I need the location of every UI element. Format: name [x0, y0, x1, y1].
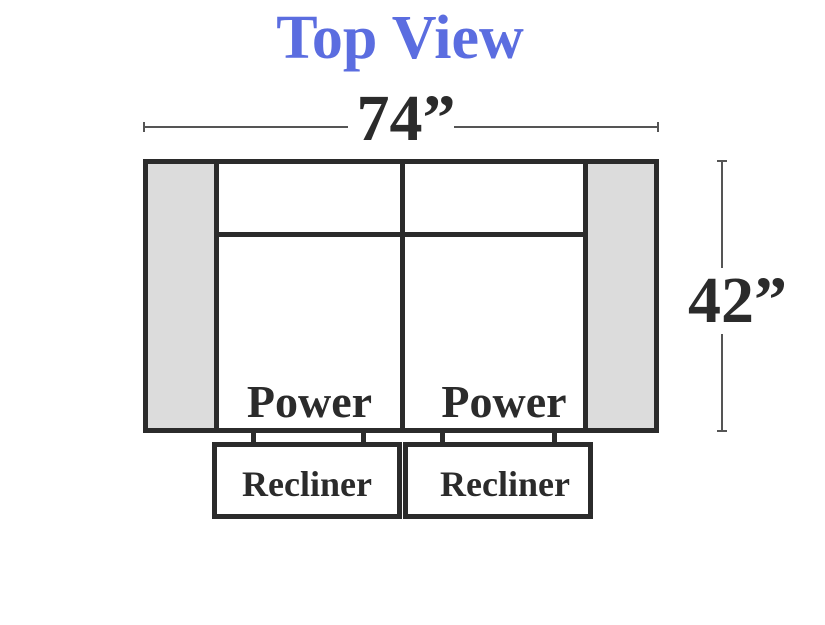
depth-dimension-line-top	[721, 160, 723, 268]
width-dimension-label: 74”	[356, 82, 456, 155]
left-backrest	[214, 159, 405, 237]
width-dimension-line-right	[454, 126, 659, 128]
left-footrest-label: Recliner	[242, 464, 372, 504]
left-seat-label: Power	[246, 376, 373, 427]
width-dimension-tick-right	[657, 122, 659, 132]
depth-dimension-tick-bottom	[717, 430, 727, 432]
right-seat-cushion	[400, 232, 588, 433]
right-footrest	[403, 442, 593, 519]
depth-dimension-label: 42”	[688, 264, 787, 337]
right-backrest	[400, 159, 588, 237]
right-seat-label: Power	[441, 376, 567, 427]
right-footrest-label: Recliner	[440, 464, 570, 504]
width-dimension-line-left	[143, 126, 348, 128]
depth-dimension-line-bottom	[721, 334, 723, 432]
diagram-title: Top View	[276, 4, 524, 72]
left-footrest	[212, 442, 402, 519]
left-arm	[143, 159, 219, 433]
